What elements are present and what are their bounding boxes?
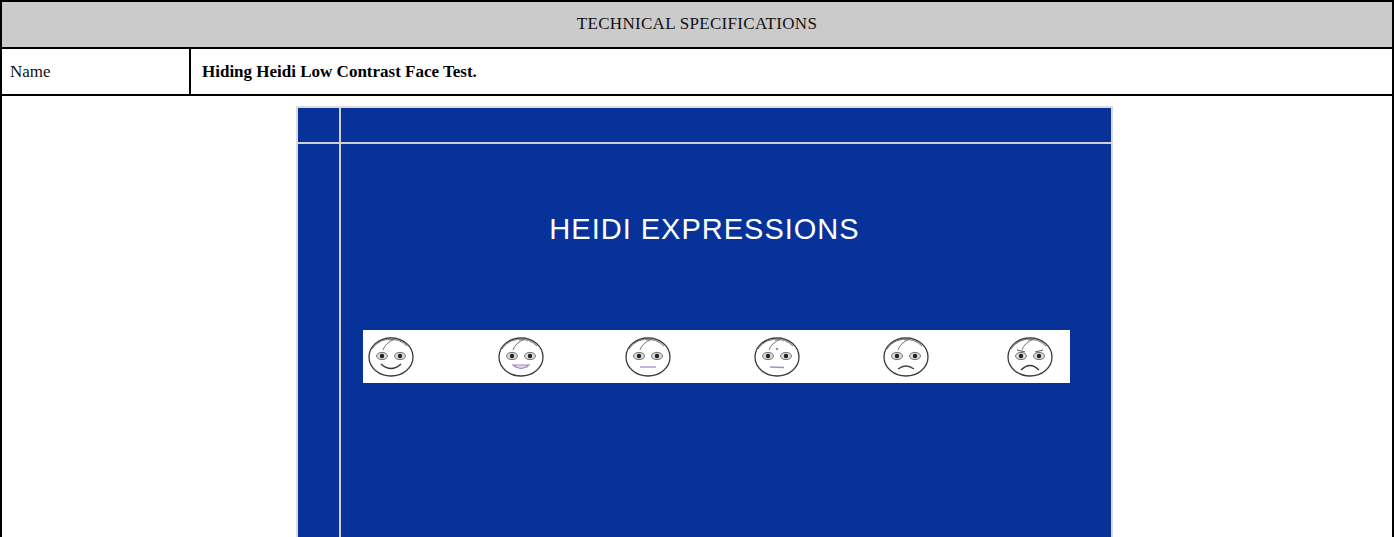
screen-heading: HEIDI EXPRESSIONS [549, 213, 859, 246]
frame-line [339, 108, 341, 537]
frame-line [298, 142, 1111, 144]
row-rule [0, 94, 1394, 96]
table-header-cell: TECHNICAL SPECIFICATIONS [0, 0, 1394, 48]
row-rule [0, 47, 1394, 49]
face-icon [369, 338, 413, 376]
cell-text: Name [10, 62, 51, 82]
face-icon [1008, 338, 1052, 376]
header-band [1, 1, 1393, 48]
screen-panel [297, 107, 1112, 537]
screen-title: HEIDI EXPRESSIONS [297, 107, 1112, 537]
face-icon [755, 338, 799, 376]
face-icon [626, 338, 670, 376]
field-label-cell: Name [0, 48, 190, 95]
column-rule [189, 48, 191, 95]
field-value-cell: Hiding Heidi Low Contrast Face Test. [190, 48, 1394, 95]
cell-text: Hiding Heidi Low Contrast Face Test. [202, 62, 477, 82]
cell-text: TECHNICAL SPECIFICATIONS [577, 14, 817, 34]
face-icon [499, 338, 543, 376]
face-icon [884, 338, 928, 376]
face-strip [363, 330, 1070, 383]
